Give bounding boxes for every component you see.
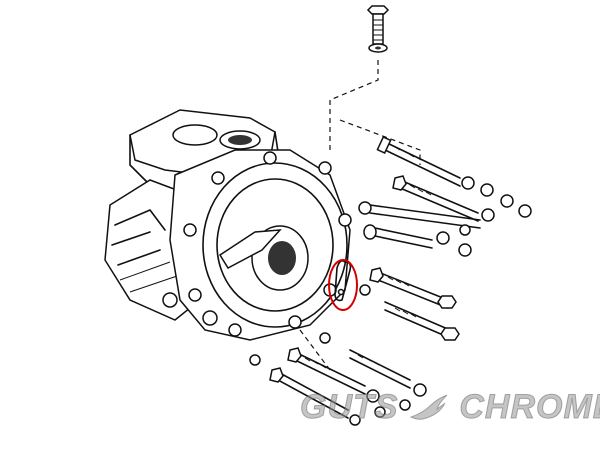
watermark-logo: GUTS CHROME [299,388,600,427]
watermark-right-text: CHROME [459,388,600,427]
bolt-row-lower [249,332,427,426]
flame-logo-icon [409,394,448,420]
alignment-line-right [339,119,421,165]
bolt-row-middle [359,267,460,341]
crankcase-body [104,109,352,341]
highlighted-bracket [328,259,358,311]
top-bolt [366,5,390,53]
alignment-line-top [329,60,379,150]
watermark-left-text: GUTS [299,388,399,427]
bolt-row-upper [358,135,532,257]
